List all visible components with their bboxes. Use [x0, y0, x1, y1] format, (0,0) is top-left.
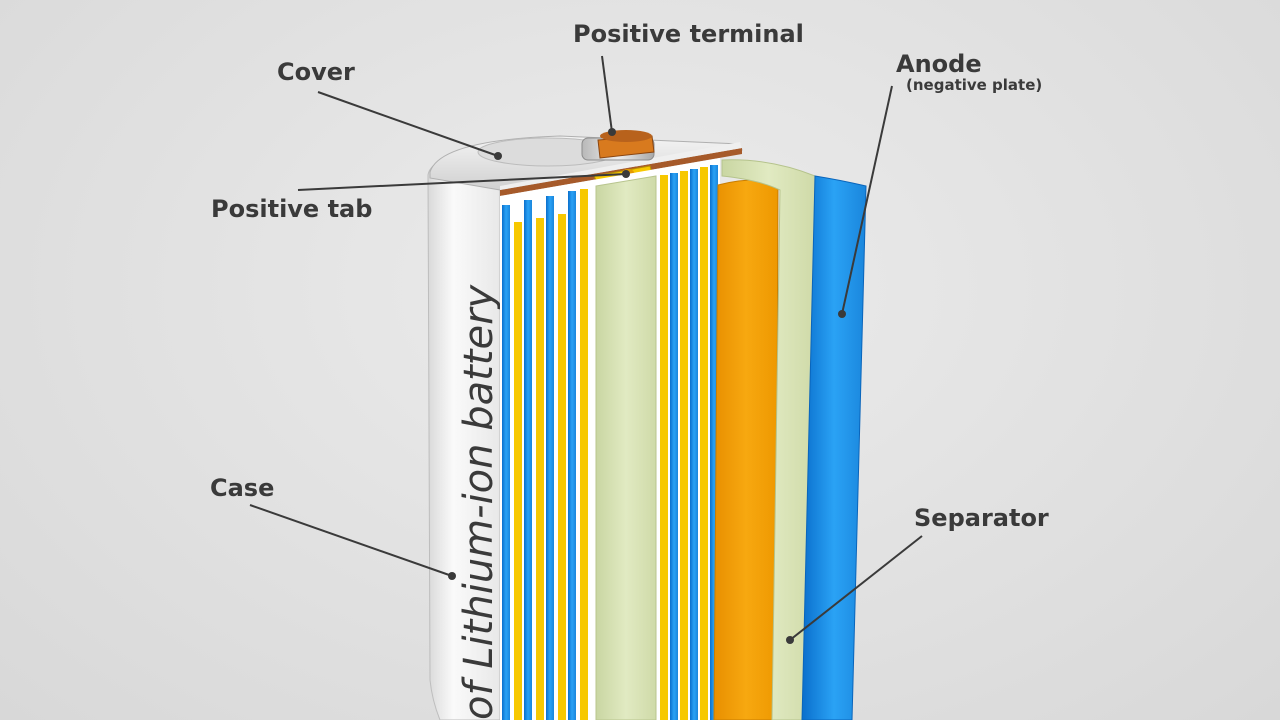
- left-electrode-stack: [502, 188, 594, 720]
- label-anode-sub: (negative plate): [906, 76, 1043, 94]
- leader-positive-tab: [297, 173, 627, 191]
- terminal-top: [600, 130, 652, 142]
- core-separator: [595, 175, 657, 720]
- label-positive-tab: Positive tab: [211, 195, 373, 223]
- leader-separator: [789, 535, 923, 641]
- leader-anode: [841, 85, 893, 315]
- cathode-sheet: [713, 179, 779, 720]
- label-positive-terminal: Positive terminal: [573, 20, 804, 48]
- label-anode: Anode: [896, 50, 982, 78]
- case-print: of Lithium-ion battery: [456, 283, 502, 720]
- separator-sheet: [721, 159, 816, 720]
- leader-cover: [317, 91, 499, 157]
- right-electrode-stack: [660, 165, 718, 720]
- label-case: Case: [210, 474, 275, 502]
- leader-positive-terminal: [601, 55, 613, 133]
- leader-dots: [448, 128, 846, 644]
- anode-sheet: [801, 175, 867, 720]
- leader-case: [249, 504, 453, 577]
- label-separator: Separator: [914, 504, 1049, 532]
- label-cover: Cover: [277, 58, 355, 86]
- leader-lines: [249, 55, 923, 641]
